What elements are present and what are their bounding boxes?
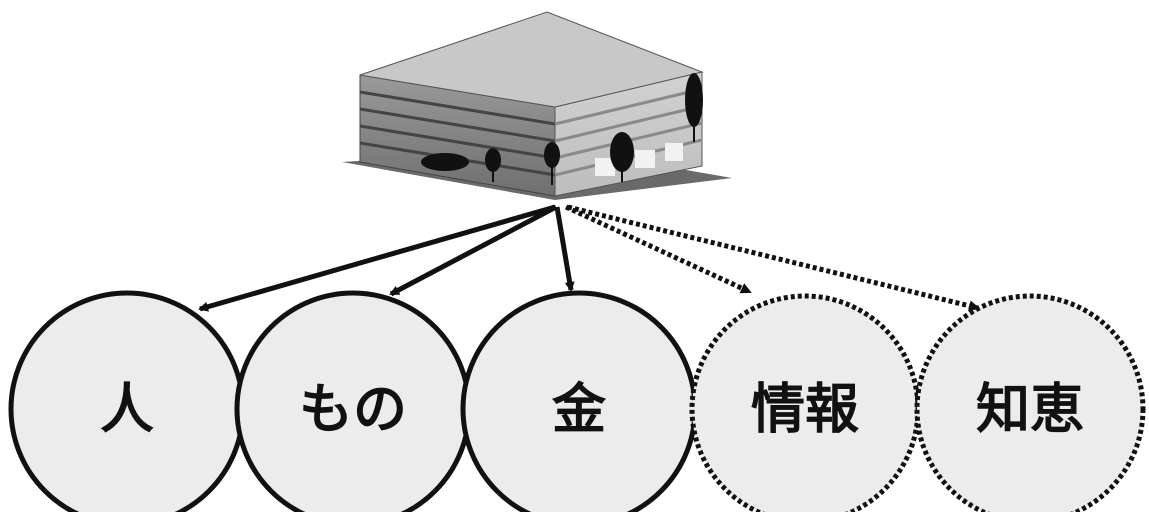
resource-label: 知恵 bbox=[976, 378, 1084, 441]
arrows bbox=[198, 204, 980, 312]
arrow-to-money bbox=[554, 206, 575, 292]
resource-label: もの bbox=[299, 378, 407, 441]
resource-people: 人 bbox=[8, 290, 246, 512]
arrow-to-wisdom bbox=[567, 204, 980, 312]
resource-wisdom: 知恵 bbox=[914, 293, 1146, 512]
resource-label: 人 bbox=[100, 378, 154, 441]
office-building-icon bbox=[342, 11, 732, 200]
resource-information: 情報 bbox=[689, 293, 921, 512]
resource-label: 情報 bbox=[751, 378, 859, 441]
resource-goods: もの bbox=[234, 290, 472, 512]
arrow-to-goods bbox=[389, 204, 558, 297]
arrow-to-information bbox=[564, 204, 752, 295]
arrow-to-people bbox=[198, 204, 556, 312]
resource-label: 金 bbox=[551, 378, 607, 441]
resource-money: 金 bbox=[460, 290, 698, 512]
